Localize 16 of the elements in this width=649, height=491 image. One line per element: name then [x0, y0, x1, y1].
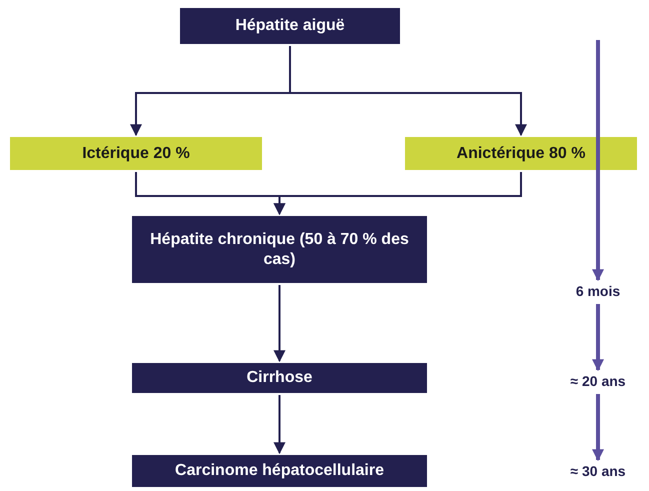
arrow [592, 394, 604, 462]
process-box: Carcinome hépatocellulaire [132, 455, 427, 487]
process-box: Cirrhose [132, 363, 427, 393]
time-label: ≈ 30 ans [552, 462, 644, 482]
arrow [274, 285, 286, 362]
arrow [274, 172, 522, 216]
process-box: Hépatite chronique (50 à 70 % des cas) [132, 216, 427, 283]
process-box: Hépatite aiguë [180, 8, 400, 44]
arrow [592, 304, 604, 372]
arrow [274, 395, 286, 454]
arrow [592, 40, 604, 282]
branch-box: Ictérique 20 % [10, 137, 262, 170]
time-label: 6 mois [558, 282, 638, 302]
time-label: ≈ 20 ans [552, 372, 644, 392]
branch-box: Anictérique 80 % [405, 137, 637, 170]
arrow [289, 46, 527, 136]
